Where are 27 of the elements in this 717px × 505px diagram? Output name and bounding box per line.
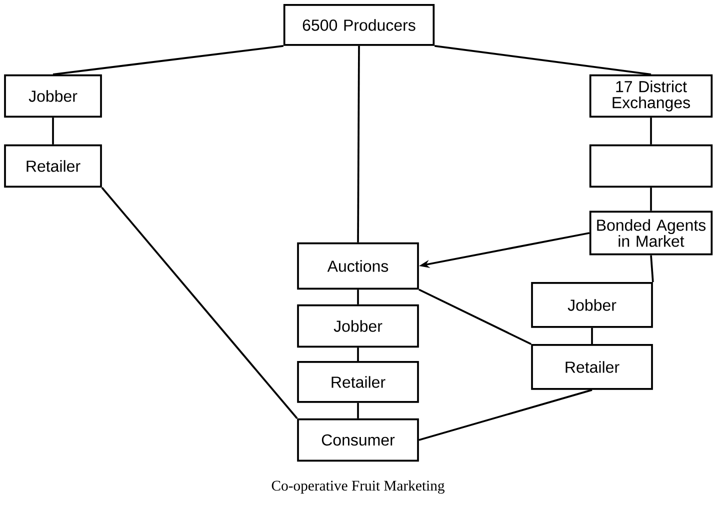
process-box: Retailer: [4, 144, 102, 188]
process-box: 17 District Exchanges: [589, 74, 713, 118]
caption: Co-operative Fruit Marketing: [272, 480, 444, 494]
connector-line: [591, 328, 593, 344]
connector-line: [434, 45, 652, 76]
process-box: Auctions: [297, 242, 419, 290]
process-box: 6500 Producers: [283, 4, 435, 46]
connector-line: [101, 187, 298, 419]
process-box: Jobber: [297, 304, 419, 348]
connector-line: [418, 389, 592, 441]
process-box: Jobber: [531, 282, 653, 328]
process-box: Retailer: [531, 344, 653, 390]
connector-line: [650, 188, 652, 211]
process-box: Jobber: [4, 74, 102, 118]
connector-line: [357, 402, 359, 418]
connector-line: [357, 290, 359, 304]
process-box: Retailer: [297, 361, 419, 403]
connector-line: [650, 118, 652, 144]
process-box: Bonded Agents in Market: [589, 210, 713, 256]
connector-line: [357, 46, 360, 242]
process-box: Consumer: [297, 418, 419, 462]
connector-line: [418, 288, 532, 345]
connector-line: [357, 348, 359, 362]
connector-line: [650, 255, 654, 282]
connector-line: [52, 45, 284, 76]
box: [589, 144, 713, 188]
connector-line: [52, 118, 54, 144]
